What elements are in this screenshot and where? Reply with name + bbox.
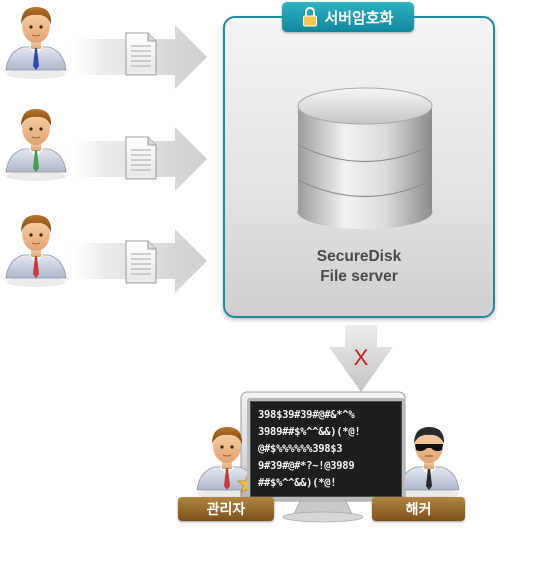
database-icon [297, 87, 433, 229]
user-icon [5, 214, 67, 288]
server-product-name: SecureDisk [316, 248, 402, 265]
code-line: 3989##$%^^&&)(*@! [258, 426, 361, 438]
lock-icon [303, 7, 318, 27]
code-line: 9#39#@#*?~!@3989 [258, 460, 355, 472]
encrypted-data-screen: 398$39#39#@#&*^% 3989##$%^^&&)(*@! @#$%%… [247, 398, 405, 500]
document-icon [125, 136, 157, 180]
server-encryption-label: 서버암호화 [324, 8, 394, 27]
blocked-mark: X [353, 345, 369, 370]
server-encryption-tag: 서버암호화 [282, 2, 414, 32]
hacker-label: 해커 [372, 497, 465, 521]
admin-label: 관리자 [178, 497, 274, 521]
server-product-type: File server [320, 268, 398, 285]
user-icon [5, 6, 67, 80]
admin-user-icon [196, 426, 258, 500]
hacker-icon [398, 427, 460, 499]
document-icon [125, 240, 157, 284]
document-icon [125, 32, 157, 76]
code-line: ##$%^^&&)(*@! [258, 477, 337, 489]
code-line: 398$39#39#@#&*^% [258, 409, 355, 421]
code-line: @#$%%%%%%398$3 [258, 443, 343, 455]
user-icon [5, 108, 67, 182]
blocked-access-arrow [329, 325, 393, 392]
